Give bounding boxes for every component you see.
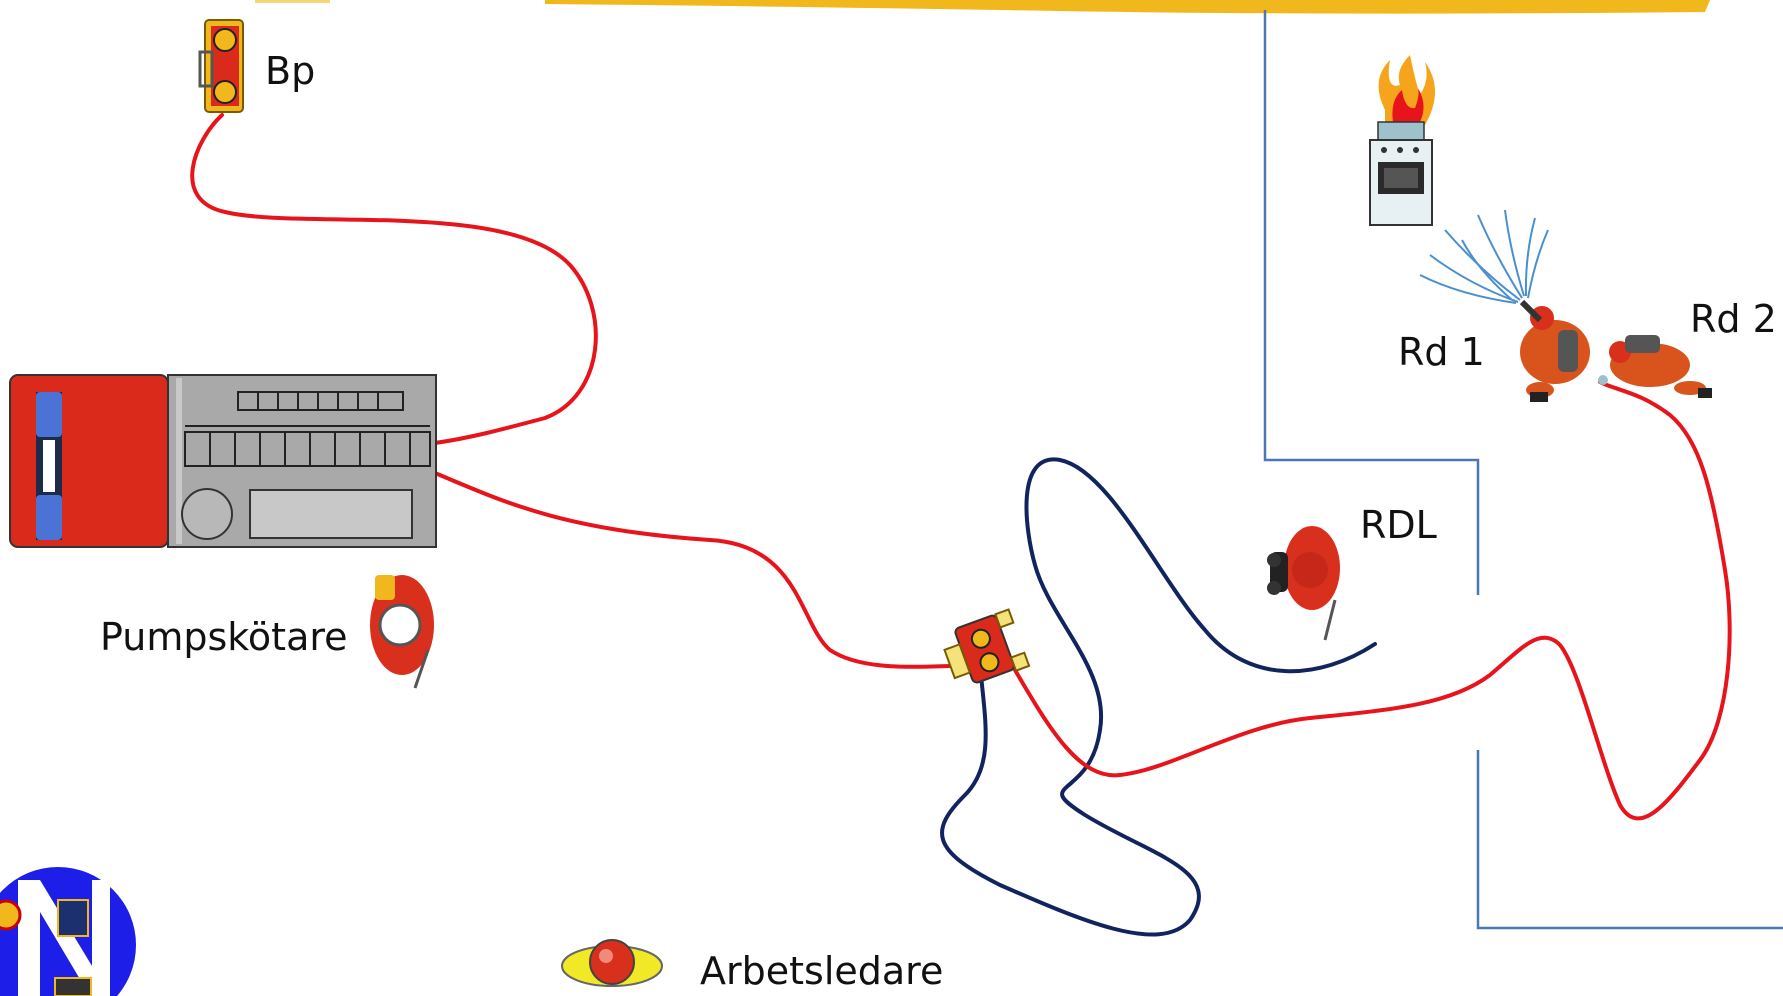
attack-hose [940,457,1377,937]
label-rdl: RDL [1360,503,1437,547]
label-bp: Bp [265,49,316,93]
portable-pump-icon [943,608,1031,684]
top-band [545,0,1710,14]
firefighter-icon [1267,526,1340,641]
firefighter-icon [1598,335,1712,398]
label-pump-operator: Pumpskötare [100,615,348,659]
top-band-left [255,0,330,3]
logo-icon [0,867,136,996]
helmet-icon [561,939,663,987]
supply-hose [190,113,1732,821]
fire-truck-icon [9,374,437,548]
label-work-leader: Arbetsledare [700,949,944,993]
label-rd2: Rd 2 [1690,297,1777,341]
portable-pump-icon [198,19,244,113]
building-walls [1263,10,1783,930]
firefighter-icon [370,575,434,689]
firefighter-icon [1519,299,1590,402]
label-rd1: Rd 1 [1398,330,1485,374]
stove-fire-icon [1369,55,1435,226]
nozzle-spray-icon [1419,209,1549,304]
